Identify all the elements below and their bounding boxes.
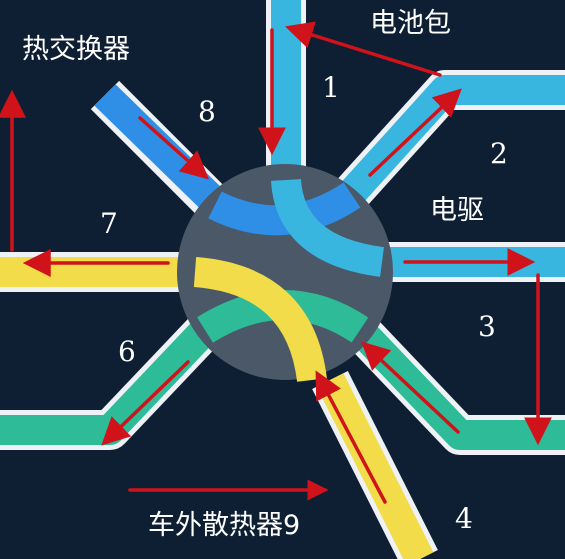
flow-arrow-port-3 — [361, 341, 460, 434]
label-port-1: 1 — [322, 71, 340, 104]
label-external-radiator: 车外散热器9 — [148, 510, 301, 541]
label-heat-exchanger: 热交换器 — [22, 34, 130, 65]
arc-yellow-internal — [193, 257, 327, 383]
label-battery-pack: 电池包 — [370, 8, 451, 39]
label-motor-drive: 电驱 — [430, 195, 484, 226]
flow-arrows — [0, 21, 552, 504]
pipe-blue-port-8 — [94, 84, 236, 223]
arc-cyan-internal — [271, 178, 385, 277]
flow-arrow-port-2 — [368, 88, 462, 177]
label-port-6: 6 — [118, 335, 136, 368]
pipe-yellow-radiator — [316, 373, 434, 559]
label-port-2: 2 — [490, 137, 508, 170]
label-port-3: 3 — [478, 310, 496, 343]
label-port-4: 4 — [455, 502, 473, 535]
flow-arrow-port-8 — [138, 116, 209, 180]
label-port-8: 8 — [198, 95, 216, 128]
flow-arrow-to-battery — [284, 21, 442, 77]
pipe-green-port-6 — [0, 319, 216, 445]
label-port-7: 7 — [100, 207, 118, 240]
valve-internal-paths — [193, 178, 385, 383]
flow-arrow-port-4-up — [315, 370, 387, 504]
flow-arrow-port-6 — [101, 360, 190, 446]
